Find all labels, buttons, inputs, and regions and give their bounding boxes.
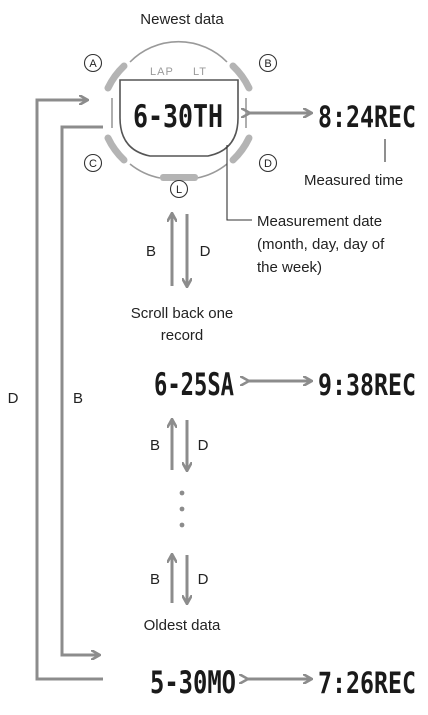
record-3-date: 5-30MO — [150, 665, 236, 701]
watch-lap-label: LAP — [150, 66, 174, 78]
button-d-label-group: D — [258, 153, 278, 173]
scroll-up-key-1: B — [146, 243, 156, 260]
loop-arrow-d-to-newest — [35, 100, 103, 681]
record-1-date: 6-30TH — [133, 99, 223, 135]
watch-display-outline — [119, 79, 239, 157]
scroll-back-label-line2: record — [161, 327, 204, 344]
watch-bezel-lower-left — [104, 134, 128, 164]
button-l-circle — [169, 179, 189, 199]
newest-data-label: Newest data — [140, 11, 224, 28]
watch-l-button — [160, 174, 198, 181]
watch-bezel-lower-right — [229, 134, 253, 164]
ellipsis-dot-3 — [179, 522, 185, 528]
record-1-time: 8:24REC — [318, 100, 416, 134]
record-3-time: 7:26REC — [318, 666, 416, 700]
button-l-label-group: L — [169, 179, 189, 199]
scroll-up-key-3: B — [150, 571, 160, 588]
measured-time-label: Measured time — [304, 172, 403, 189]
watch-bezel-upper-left — [104, 62, 128, 92]
button-c-label: C — [89, 158, 97, 170]
button-c-label-group: C — [83, 153, 103, 173]
button-b-label-group: B — [258, 53, 278, 73]
button-c-circle — [83, 153, 103, 173]
scroll-up-key-2: B — [150, 437, 160, 454]
button-b-circle — [258, 53, 278, 73]
button-d-label: D — [264, 158, 272, 170]
watch-face: LAP LT — [104, 40, 253, 181]
loop-label-d: D — [8, 390, 19, 407]
button-a-label: A — [89, 58, 97, 70]
oldest-data-label: Oldest data — [144, 617, 221, 634]
measurement-date-label-line3: the week) — [257, 259, 322, 276]
scroll-down-key-1: D — [200, 243, 211, 260]
watch-bezel-upper-right — [229, 62, 253, 92]
scroll-down-key-2: D — [198, 437, 209, 454]
record-2-time: 9:38REC — [318, 368, 416, 402]
button-d-circle — [258, 153, 278, 173]
button-l-label: L — [176, 184, 182, 196]
ellipsis-dot-2 — [179, 506, 185, 512]
button-a-circle — [83, 53, 103, 73]
loop-arrow-b-to-oldest — [60, 125, 103, 655]
button-b-label: B — [264, 58, 271, 70]
measurement-date-label-line1: Measurement date — [257, 213, 382, 230]
record-2-date: 6-25SA — [154, 367, 234, 403]
button-a-label-group: A — [83, 53, 103, 73]
measurement-date-leader — [226, 145, 252, 221]
scroll-back-label-line1: Scroll back one — [131, 305, 234, 322]
watch-lt-label: LT — [193, 66, 207, 78]
loop-label-b: B — [73, 390, 83, 407]
scroll-down-key-3: D — [198, 571, 209, 588]
ellipsis-dot-1 — [179, 490, 185, 496]
measurement-date-label-line2: (month, day, day of — [257, 236, 385, 253]
